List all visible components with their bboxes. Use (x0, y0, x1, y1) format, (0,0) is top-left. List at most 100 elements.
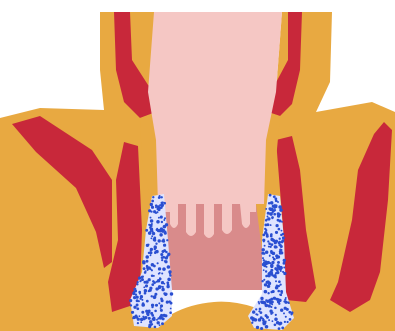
blue-dot (271, 218, 273, 220)
blue-dot (283, 301, 285, 303)
blue-dot (166, 239, 168, 241)
blue-dot (160, 304, 163, 307)
blue-dot (147, 269, 149, 271)
blue-dot (170, 292, 173, 295)
blue-dot (283, 312, 285, 314)
blue-dot (151, 235, 153, 237)
blue-dot (278, 280, 281, 283)
blue-dot (164, 217, 166, 219)
blue-dot (161, 221, 163, 223)
blue-dot (265, 275, 268, 278)
blue-dot (267, 212, 270, 215)
blue-dot (277, 212, 280, 215)
blue-dot (161, 272, 163, 274)
blue-dot (268, 273, 270, 275)
blue-dot (158, 239, 161, 242)
blue-dot (141, 311, 144, 314)
blue-dot (158, 267, 161, 270)
blue-dot (170, 302, 173, 305)
blue-dot (165, 251, 168, 254)
blue-dot (156, 208, 158, 210)
blue-dot (278, 285, 280, 287)
blue-dot (140, 321, 142, 323)
blue-dot (270, 201, 273, 204)
blue-dot (265, 208, 267, 210)
blue-dot (154, 326, 157, 329)
blue-dot (159, 277, 161, 279)
blue-dot (264, 264, 266, 266)
blue-dot (287, 321, 289, 323)
blue-dot (144, 289, 147, 292)
blue-dot (265, 266, 267, 268)
blue-dot (284, 299, 286, 301)
blue-dot (284, 307, 287, 310)
blue-dot (151, 200, 154, 203)
blue-dot (270, 264, 274, 268)
blue-dot (157, 321, 160, 324)
blue-dot (146, 311, 149, 314)
blue-dot (164, 314, 167, 317)
blue-dot (150, 219, 153, 222)
blue-dot (162, 267, 166, 271)
blue-dot (161, 259, 163, 261)
blue-dot (155, 243, 157, 245)
blue-dot (279, 266, 282, 269)
blue-dot (147, 244, 149, 246)
blue-dot (145, 229, 148, 232)
blue-dot (169, 311, 172, 314)
blue-dot (137, 318, 140, 321)
blue-dot (279, 208, 282, 211)
blue-dot (155, 206, 157, 208)
blue-dot (146, 260, 149, 263)
anal-column (222, 204, 232, 234)
blue-dot (137, 322, 139, 324)
blue-dot (149, 289, 152, 292)
blue-dot (278, 327, 281, 330)
blue-dot (269, 255, 271, 257)
blue-dot (150, 255, 152, 257)
blue-dot (156, 228, 158, 230)
blue-dot (132, 292, 135, 295)
blue-dot (261, 280, 263, 282)
blue-dot (153, 232, 155, 234)
blue-dot (281, 221, 283, 223)
blue-dot (150, 203, 153, 206)
blue-dot (147, 313, 150, 316)
blue-dot (141, 303, 145, 307)
blue-dot (265, 270, 267, 272)
blue-dot (278, 244, 280, 246)
blue-dot (165, 230, 167, 232)
blue-dot (168, 270, 171, 273)
blue-dot (264, 245, 266, 247)
blue-dot (160, 196, 162, 198)
blue-dot (272, 312, 274, 314)
blue-dot (275, 240, 278, 243)
blue-dot (261, 302, 263, 304)
blue-dot (277, 261, 280, 264)
blue-dot (275, 314, 277, 316)
blue-dot (281, 292, 283, 294)
blue-dot (265, 229, 267, 231)
blue-dot (161, 207, 163, 209)
blue-dot (162, 240, 165, 243)
blue-dot (277, 290, 280, 293)
blue-dot (142, 316, 144, 318)
blue-dot (273, 213, 276, 216)
blue-dot (155, 287, 158, 290)
blue-dot (262, 257, 264, 259)
blue-dot (262, 239, 265, 242)
blue-dot (144, 270, 146, 272)
blue-dot (153, 238, 156, 241)
blue-dot (150, 237, 152, 239)
blue-dot (153, 275, 155, 277)
blue-dot (154, 310, 157, 313)
blue-dot (268, 304, 271, 307)
blue-dot (274, 195, 276, 197)
blue-dot (141, 276, 144, 279)
blue-dot (276, 271, 279, 274)
blue-dot (157, 262, 159, 264)
blue-dot (279, 252, 282, 255)
blue-dot (167, 278, 171, 282)
anal-column (186, 204, 196, 236)
